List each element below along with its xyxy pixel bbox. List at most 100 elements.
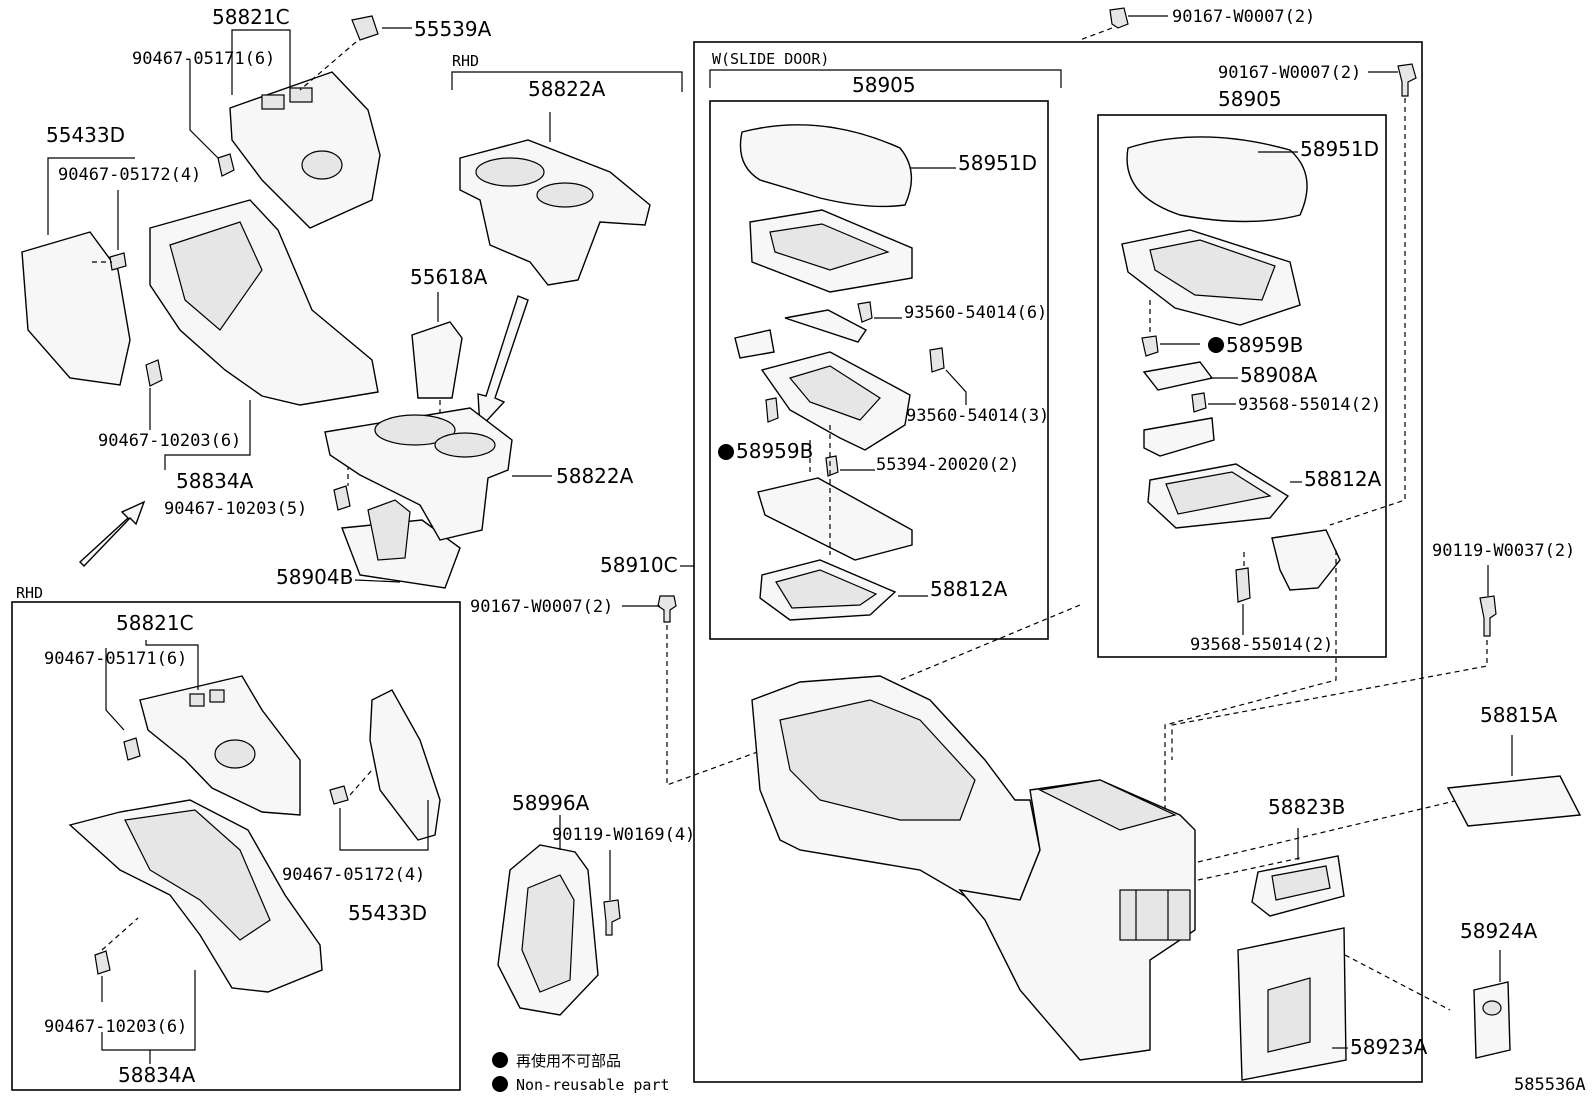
label-58815A: 58815A xyxy=(1480,703,1558,727)
cup-ring xyxy=(536,182,594,208)
rhd-bracket xyxy=(451,71,683,92)
label-55618A: 55618A xyxy=(410,265,488,289)
rhd-box xyxy=(11,601,461,1091)
clip-58959B-right xyxy=(1141,335,1159,357)
cup-ring xyxy=(434,432,496,458)
slide-door-frame xyxy=(693,41,1423,1083)
clip-58959B-left xyxy=(765,397,779,423)
cup-hole-rhd xyxy=(214,739,256,769)
label-58959B-right: 58959B xyxy=(1226,333,1303,357)
label-58923A: 58923A xyxy=(1350,1035,1428,1059)
label-58812A-right: 58812A xyxy=(1304,467,1382,491)
frame-opening-rhd xyxy=(124,809,271,941)
label-93560-54014-3: 93560-54014(3) xyxy=(906,406,1049,426)
console-slot xyxy=(1119,889,1191,941)
screw-90119-W0169 xyxy=(603,899,621,936)
label-90119-W0037: 90119-W0037(2) xyxy=(1432,541,1575,561)
lock-58908A xyxy=(1142,361,1214,391)
direction-arrow-down xyxy=(477,295,529,430)
legend-dot xyxy=(492,1076,508,1092)
screw-90167-W0007-top xyxy=(1109,7,1129,29)
side-panel-55433D-rhd xyxy=(369,689,441,841)
console-body-rear xyxy=(958,779,1196,1061)
screw-90167-W0007-right xyxy=(1397,63,1417,97)
label-rhd-top: RHD xyxy=(452,52,479,70)
label-58821C: 58821C xyxy=(212,5,290,29)
lock-bracket xyxy=(1143,417,1215,457)
tray-well xyxy=(775,569,878,609)
label-58822A-top: 58822A xyxy=(528,77,606,101)
label-58821C-rhd: 58821C xyxy=(116,611,194,635)
label-55394-20020: 55394-20020(2) xyxy=(876,455,1019,475)
tray-insert xyxy=(367,499,411,561)
console-upper-panel-top xyxy=(229,71,381,229)
console-frame-58834A xyxy=(149,199,379,406)
clip-90467-10203-rhd xyxy=(94,950,111,975)
label-58812A-left: 58812A xyxy=(930,577,1008,601)
label-rhd-box: RHD xyxy=(16,584,43,602)
screw-93560-54014-6 xyxy=(857,301,873,323)
armrest-pad-58951D-left xyxy=(739,124,913,208)
label-58924A: 58924A xyxy=(1460,919,1538,943)
trim-opening xyxy=(1271,865,1331,901)
screw-93560-54014-3 xyxy=(929,347,945,373)
frame-opening xyxy=(169,221,263,331)
hinge-bracket xyxy=(734,329,775,359)
armrest-base-ribs-right xyxy=(1149,239,1276,301)
armrest-box-right xyxy=(1097,114,1387,658)
label-93568-55014-b: 93568-55014(2) xyxy=(1190,635,1333,655)
label-58951D-left: 58951D xyxy=(958,151,1037,175)
screw-90119-W0037 xyxy=(1479,595,1497,637)
label-90467-10203-5: 90467-10203(5) xyxy=(164,499,307,519)
label-58910C: 58910C xyxy=(600,553,678,577)
label-58834A: 58834A xyxy=(176,469,254,493)
latch-ribs xyxy=(788,365,881,421)
switch-slot xyxy=(289,87,313,103)
label-58823B: 58823B xyxy=(1268,795,1345,819)
console-top-opening xyxy=(1038,779,1177,831)
cup-ring xyxy=(475,157,545,187)
label-90467-05171: 90467-05171(6) xyxy=(132,49,275,69)
cover-58924A xyxy=(1473,981,1511,1059)
cup-hole xyxy=(301,150,343,180)
label-90467-10203-rhd: 90467-10203(6) xyxy=(44,1017,187,1037)
switch-slot-rhd xyxy=(209,689,225,703)
clip-90467-05172 xyxy=(109,252,127,271)
non-reusable-dot xyxy=(718,444,734,460)
clip-90467-05172-rhd xyxy=(329,785,349,805)
switch-slot xyxy=(261,94,285,110)
label-93568-55014-a: 93568-55014(2) xyxy=(1238,395,1381,415)
label-58822A-mid: 58822A xyxy=(556,464,634,488)
panel-opening xyxy=(1267,977,1311,1053)
label-58904B: 58904B xyxy=(276,565,353,589)
side-panel-55433D xyxy=(21,231,131,386)
cup-insert-55618A xyxy=(411,321,463,399)
clip-90467-05171-rhd xyxy=(123,737,141,761)
screw-93568-55014-b xyxy=(1235,567,1251,603)
direction-arrow-left xyxy=(78,500,146,568)
label-58951D-right: 58951D xyxy=(1300,137,1379,161)
label-90119-W0169: 90119-W0169(4) xyxy=(552,825,695,845)
label-90467-05172-rhd: 90467-05172(4) xyxy=(282,865,425,885)
clip-90467-10203 xyxy=(145,359,163,387)
label-58908A: 58908A xyxy=(1240,363,1318,387)
armrest-box-left xyxy=(709,100,1049,640)
console-inner-frame xyxy=(779,699,976,821)
slide-door-bracket xyxy=(709,69,1062,88)
sheet-58815A xyxy=(1446,775,1582,827)
label-90467-05171-rhd: 90467-05171(6) xyxy=(44,649,187,669)
label-58905-left: 58905 xyxy=(852,73,916,97)
bracket-opening xyxy=(521,874,575,993)
bracket-right xyxy=(1271,529,1341,591)
hinge-plate xyxy=(784,309,868,343)
label-w-slide-door: W(SLIDE DOOR) xyxy=(712,50,829,68)
screw-93568-55014-a xyxy=(1191,392,1207,413)
screw-90167-W0007 xyxy=(657,595,677,623)
label-93560-54014-6: 93560-54014(6) xyxy=(904,303,1047,323)
armrest-pad-58951D-right xyxy=(1126,136,1308,223)
label-58905-right: 58905 xyxy=(1218,87,1282,111)
label-55433D: 55433D xyxy=(46,123,125,147)
cover-hole xyxy=(1482,1000,1502,1016)
